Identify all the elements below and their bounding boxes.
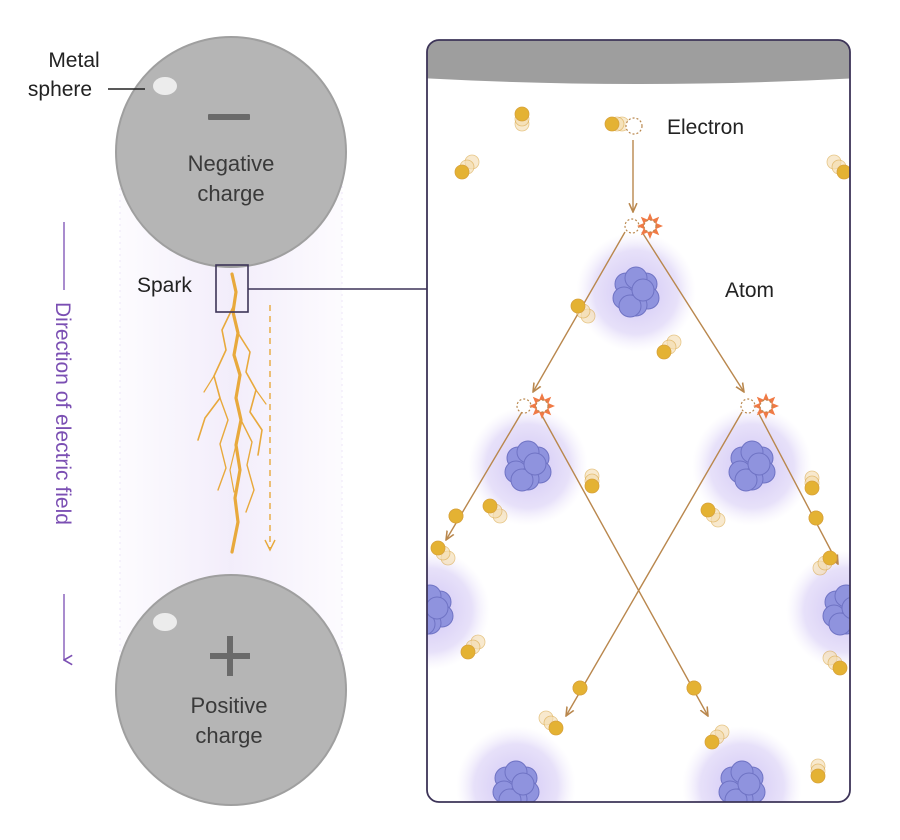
electron	[812, 550, 838, 576]
atom	[692, 406, 812, 526]
metal-sphere-label-line2: sphere	[28, 78, 92, 101]
electron	[822, 650, 848, 676]
atom	[456, 726, 576, 802]
arrow-right-1	[641, 231, 744, 392]
ionization-event	[624, 213, 663, 239]
electron	[584, 468, 600, 494]
atom	[682, 726, 802, 802]
negative-charge-line1: Negative	[188, 151, 275, 176]
negative-charge-line2: charge	[197, 181, 264, 206]
incoming-electron	[625, 117, 643, 135]
electron	[808, 510, 824, 526]
electron	[686, 680, 702, 696]
atom-nucleus	[612, 266, 660, 318]
zoom-panel	[427, 40, 850, 802]
electron-label: Electron	[667, 116, 744, 139]
electron	[514, 106, 530, 132]
atom	[427, 550, 490, 670]
sphere-surface	[427, 40, 850, 84]
ionization-event	[516, 393, 555, 419]
electron	[704, 724, 730, 750]
electron	[804, 470, 820, 496]
electron	[482, 498, 508, 524]
positive-charge-line2: charge	[195, 723, 262, 748]
positive-sphere: Positive charge	[115, 574, 347, 806]
arrow-right-2b	[757, 411, 838, 564]
atom-label: Atom	[725, 279, 774, 302]
electron	[430, 540, 456, 566]
sphere-highlight	[153, 613, 177, 631]
zoom-panel-bg	[427, 40, 850, 802]
electron	[604, 116, 630, 132]
field-direction-label: Direction of electric field	[51, 302, 74, 525]
electron-drift-arrowhead	[264, 539, 276, 552]
electron	[572, 680, 588, 696]
arrow-right-2a	[566, 411, 743, 716]
negative-sphere: Negative charge	[115, 36, 347, 268]
electron	[570, 298, 596, 324]
minus-sign	[208, 114, 250, 120]
positive-charge-line1: Positive	[190, 693, 267, 718]
zoom-panel-border	[426, 39, 851, 803]
field-column-stipple	[119, 149, 343, 681]
electron	[700, 502, 726, 528]
sphere-highlight	[153, 77, 177, 95]
plus-sign	[210, 636, 250, 676]
atom-nucleus	[504, 440, 552, 492]
metal-sphere-label-line1: Metal	[48, 49, 99, 72]
atom-nucleus	[427, 584, 454, 636]
electron	[826, 154, 850, 180]
atom-nucleus	[728, 440, 776, 492]
electron	[460, 634, 486, 660]
atom-nucleus	[492, 760, 540, 802]
electron	[454, 154, 480, 180]
atom-nucleus	[718, 760, 766, 802]
atom	[576, 232, 696, 352]
ionization-event	[740, 393, 779, 419]
atom-nucleus	[822, 584, 850, 636]
arrow-left-2b	[539, 411, 708, 716]
spark-label: Spark	[137, 274, 192, 297]
electron	[656, 334, 682, 360]
atom	[786, 550, 850, 670]
electron	[448, 508, 464, 524]
electron	[538, 710, 564, 736]
electron	[810, 758, 826, 784]
atom	[468, 406, 588, 526]
